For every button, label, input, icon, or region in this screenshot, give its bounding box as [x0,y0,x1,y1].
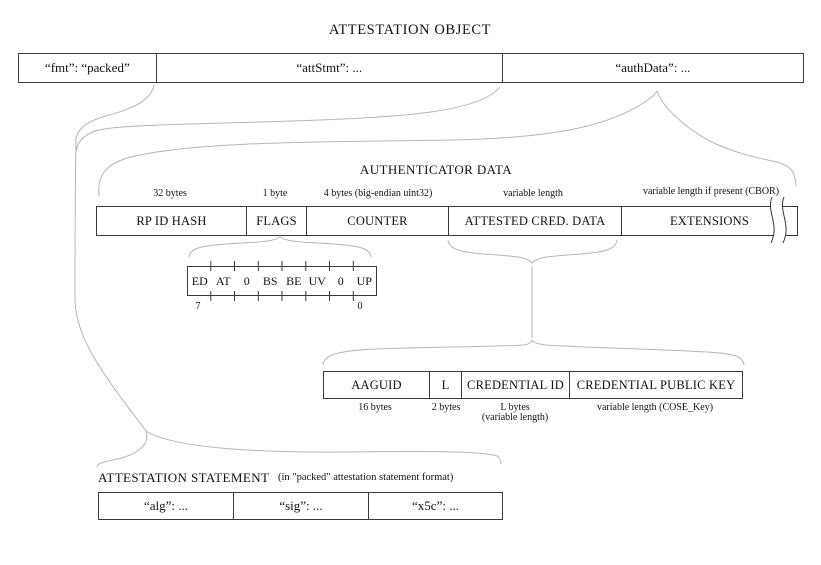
flags-bitfield-row: ED AT 0 BS BE UV 0 UP [187,266,377,296]
attestation-statement-heading: ATTESTATION STATEMENT [98,470,270,485]
flag-bit-be: BE [286,273,302,288]
sig-box: “sig”: ... [233,493,368,519]
size-label-aaguid: 16 bytes [358,402,392,413]
flag-bit-rfu1: 0 [243,273,250,288]
size-label-extensions: variable length if present (CBOR) [642,186,780,197]
attested-cred-up-brace [322,338,745,366]
credential-id-box: CREDENTIAL ID [461,372,569,398]
attested-cred-down-brace [447,239,618,264]
attestation-statement-subheading: (in "packed" attestation statement forma… [278,472,454,483]
attstmt-funnel-right-curve [75,86,501,153]
size-label-counter: 4 bytes (big-endian uint32) [323,188,433,199]
flag-bit-at: AT [215,273,231,288]
x5c-box: “x5c”: ... [368,493,502,519]
diagram-title: ATTESTATION OBJECT [328,22,492,38]
flag-bit-uv: UV [308,273,326,288]
flag-bit-ed: ED [191,273,208,288]
size-label-attested-cred-data: variable length [503,188,563,199]
authdata-box: “authData”: ... [501,54,803,82]
counter-box: COUNTER [306,207,448,235]
authenticator-data-row: RP ID HASH FLAGS COUNTER ATTESTED CRED. … [96,206,798,236]
credential-public-key-box: CREDENTIAL PUBLIC KEY [569,372,742,398]
size-label-credential-id: L bytes [500,402,530,413]
flags-msb-index: 7 [195,301,201,312]
fmt-box: “fmt”: “packed” [44,60,130,75]
length-box: L [429,372,461,398]
size-label-credential-public-key: variable length (COSE_Key) [596,402,714,413]
aaguid-box: AAGUID [351,377,402,392]
attestation-statement-brace-left [96,430,148,468]
authdata-brace-right [656,90,797,187]
authenticator-data-heading: AUTHENTICATOR DATA [359,162,513,177]
attstmt-box: “attStmt”: ... [155,54,502,82]
flags-box: FLAGS [246,207,306,235]
attestation-object-row: “fmt”: “packed” “attStmt”: ... “authData… [18,53,804,83]
flags-brace [188,236,372,258]
attestation-statement-row: “alg”: ... “sig”: ... “x5c”: ... [98,492,503,520]
flag-bit-bs: BS [262,273,278,288]
size-label-flags: 1 byte [262,188,288,199]
size-label-credential-id-2: (variable length) [481,412,549,423]
flag-bit-up: UP [356,273,372,288]
flags-lsb-index: 0 [357,301,363,312]
attested-cred-data-box: ATTESTED CRED. DATA [448,207,621,235]
size-label-rp-id-hash: 32 bytes [153,188,187,199]
attested-credential-data-row: AAGUID L CREDENTIAL ID CREDENTIAL PUBLIC… [323,371,743,399]
extensions-box: EXTENSIONS [621,207,797,235]
attestation-statement-brace-right [145,430,502,465]
size-label-l: 2 bytes [431,402,461,413]
attstmt-funnel-left-curve [75,84,155,139]
authdata-brace-left [98,90,658,197]
flag-bit-rfu0: 0 [337,273,344,288]
attstmt-stem [74,137,147,432]
alg-box: “alg”: ... [143,498,189,513]
rp-id-hash-box: RP ID HASH [136,213,207,228]
